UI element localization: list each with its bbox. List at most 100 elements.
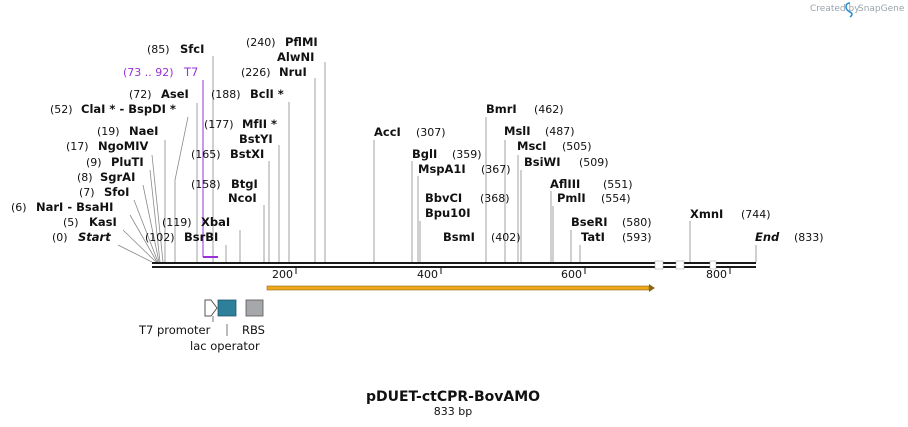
snapgene-logo-icon xyxy=(845,2,853,18)
t7-primer xyxy=(202,80,218,258)
site-pos: (551) xyxy=(603,178,633,191)
site-leader-lines xyxy=(117,56,757,263)
site-pos: (165) xyxy=(191,148,221,161)
site-pos: (593) xyxy=(622,231,652,244)
site-pos: (8) xyxy=(77,171,93,184)
site-pos: (158) xyxy=(191,178,221,191)
site-positions: (85) (240) (226) (73 .. 92) (72) (188) (… xyxy=(11,36,824,244)
site-nrui: NruI xyxy=(279,65,307,79)
ruler-label-600: 600 xyxy=(561,268,582,281)
site-names[interactable]: SfcI PflMI AlwNI NruI T7 AseI BclI * Cla… xyxy=(36,35,780,244)
site-bseri: BseRI xyxy=(571,215,608,229)
site-bstyi: BstYI xyxy=(239,132,273,146)
site-afliii: AflIII xyxy=(550,177,580,191)
site-bbvci: BbvCI xyxy=(425,191,462,205)
site-pos: (226) xyxy=(241,66,271,79)
promoter-arrow-icon xyxy=(204,299,218,317)
site-pos: (368) xyxy=(480,192,510,205)
site-ncoi: NcoI xyxy=(228,191,257,205)
feature-label-lac-operator: lac operator xyxy=(190,339,260,353)
site-pos: (102) xyxy=(145,231,175,244)
site-pos: (72) xyxy=(129,88,152,101)
feature-label-rbs: RBS xyxy=(242,323,265,337)
site-bsrbi: BsrBI xyxy=(184,230,218,244)
site-bsiwi: BsiWI xyxy=(524,155,561,169)
site-mfii: MfII * xyxy=(242,117,277,131)
site-sfci: SfcI xyxy=(180,42,204,56)
leader-sgrai xyxy=(142,184,160,263)
site-bsmi: BsmI xyxy=(443,230,475,244)
site-pos: (505) xyxy=(562,140,592,153)
site-pos: (6) xyxy=(11,201,27,214)
site-pos: (359) xyxy=(452,148,482,161)
ruler: 200 400 600 800 xyxy=(272,268,731,281)
site-pos: (367) xyxy=(481,163,511,176)
leader-kasi xyxy=(122,229,157,263)
leader-clai-a xyxy=(174,116,189,181)
site-tati: TatI xyxy=(581,230,605,244)
dna-backbone xyxy=(152,260,756,270)
map-title: pDUET-ctCPR-BovAMO xyxy=(366,389,540,405)
site-msci: MscI xyxy=(517,139,546,153)
orf-arrow[interactable] xyxy=(266,284,655,292)
created-by-text: Created by xyxy=(810,4,860,14)
ruler-label-200: 200 xyxy=(272,268,293,281)
site-pos: (73 .. 92) xyxy=(123,66,174,79)
site-pos: (240) xyxy=(246,36,276,49)
site-msli: MslI xyxy=(504,124,531,138)
site-pos: (744) xyxy=(741,208,771,221)
site-alwni: AlwNI xyxy=(277,50,314,64)
site-kasi: KasI xyxy=(89,215,117,229)
site-pos: (17) xyxy=(66,140,89,153)
site-pos: (5) xyxy=(63,216,79,229)
site-start: Start xyxy=(78,230,111,244)
site-bpu10i: Bpu10I xyxy=(425,206,470,220)
site-pos: (19) xyxy=(97,125,120,138)
site-end: End xyxy=(755,230,780,244)
feature-rbs[interactable]: RBS xyxy=(242,299,265,337)
feature-label-t7-promoter: T7 promoter xyxy=(138,323,211,337)
site-pos: (9) xyxy=(86,156,102,169)
site-pos: (119) xyxy=(162,216,192,229)
site-pos: (462) xyxy=(534,103,564,116)
site-pos: (487) xyxy=(545,125,575,138)
leader-pluti xyxy=(149,169,161,263)
leader-ngomiv xyxy=(151,154,164,263)
leader-start xyxy=(117,244,153,263)
leader-nari xyxy=(129,214,158,263)
site-pos: (52) xyxy=(50,103,73,116)
site-bstxi: BstXI xyxy=(230,147,264,161)
ruler-label-800: 800 xyxy=(706,268,727,281)
site-pflmi: PflMI xyxy=(285,35,318,49)
site-pos: (402) xyxy=(491,231,521,244)
site-pos: (307) xyxy=(416,126,446,139)
site-acci: AccI xyxy=(374,125,401,139)
site-sgrai: SgrAI xyxy=(100,170,135,184)
site-pos: (0) xyxy=(52,231,68,244)
map-length: 833 bp xyxy=(434,405,472,418)
feature-lac-operator[interactable]: lac operator xyxy=(190,299,260,353)
site-pos: (833) xyxy=(794,231,824,244)
site-sfoi: SfoI xyxy=(104,185,129,199)
snapgene-brand-text: SnapGene xyxy=(858,4,905,14)
site-pmli: PmlI xyxy=(557,191,586,205)
site-pos: (554) xyxy=(601,192,631,205)
site-pos: (7) xyxy=(79,186,95,199)
site-bcli: BclI * xyxy=(250,87,284,101)
site-clai-bspdi: ClaI * - BspDI * xyxy=(81,102,176,116)
ruler-label-400: 400 xyxy=(417,268,438,281)
site-pos: (177) xyxy=(204,118,234,131)
site-asei: AseI xyxy=(161,87,189,101)
site-xmni: XmnI xyxy=(690,207,723,221)
feature-t7-promoter[interactable]: T7 promoter xyxy=(138,299,218,337)
site-ngomiv: NgoMIV xyxy=(98,139,148,153)
site-btgi: BtgI xyxy=(231,177,258,191)
site-bmri: BmrI xyxy=(486,102,517,116)
site-bgli: BglI xyxy=(412,147,437,161)
site-pos: (85) xyxy=(147,43,170,56)
site-pluti: PluTI xyxy=(111,155,144,169)
site-pos: (188) xyxy=(211,88,241,101)
site-naei: NaeI xyxy=(129,124,158,138)
site-xbai: XbaI xyxy=(201,215,230,229)
